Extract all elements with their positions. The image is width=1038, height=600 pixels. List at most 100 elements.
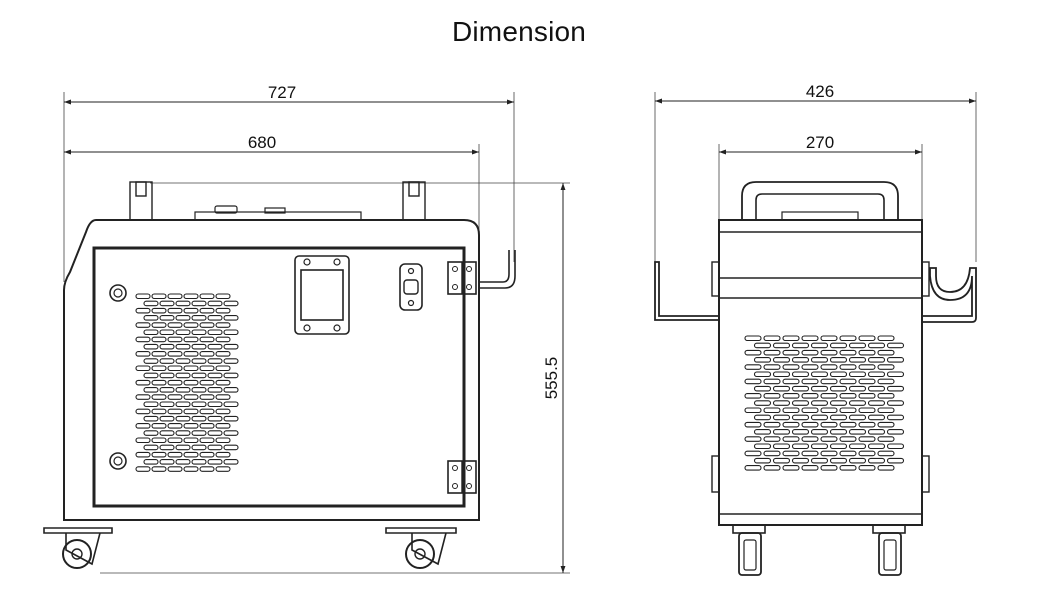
vent-slot (886, 385, 905, 392)
vent-slot (191, 430, 207, 436)
vent-slot (801, 421, 819, 428)
vent-slot (215, 437, 231, 444)
dimension-label-270: 270 (806, 133, 834, 152)
vent-slot (753, 357, 772, 363)
vent-slot (810, 443, 829, 450)
vent-slot (183, 408, 199, 415)
vent-slot (175, 300, 191, 307)
vent-slot (199, 394, 215, 400)
vent-slot (810, 342, 829, 349)
vent-slot (191, 415, 207, 422)
vent-slot (191, 387, 207, 393)
vent-slot (829, 400, 848, 406)
front-view: 727 680 555.5 (43, 83, 570, 574)
vent-slot (159, 343, 175, 350)
vent-slot (143, 358, 159, 364)
vent-slot (829, 342, 848, 349)
vent-slot (223, 300, 239, 307)
vent-slot (772, 414, 791, 421)
vent-slot (159, 415, 175, 422)
vent-slot (782, 335, 800, 342)
vent-slot (159, 315, 175, 321)
vent-slot (207, 315, 223, 321)
vent-slot (810, 357, 829, 363)
vent-slot (801, 450, 819, 457)
vent-slot (223, 329, 239, 336)
vent-slot (782, 349, 800, 356)
vent-slot (135, 394, 151, 400)
vent-slot (143, 329, 159, 336)
vent-slot (763, 407, 781, 414)
vent-slot (877, 407, 895, 414)
vent-slot (753, 385, 772, 392)
diagram-title: Dimension (451, 16, 587, 47)
vent-slot (867, 342, 886, 349)
vent-slot (763, 349, 781, 356)
vent-slot (744, 421, 762, 428)
vent-slot (848, 371, 867, 378)
dimension-body-depth: 270 (718, 133, 923, 220)
vent-slot (820, 450, 838, 457)
vent-slot (199, 437, 215, 444)
vent-slot (175, 444, 191, 451)
vent-slot (215, 365, 231, 372)
vent-slot (801, 364, 819, 370)
vent-slot (143, 300, 159, 307)
vent-slot (829, 457, 848, 464)
vent-slot (877, 436, 895, 442)
front-vent-grille (135, 293, 239, 472)
dimension-label-680: 680 (248, 133, 276, 152)
vent-slot (772, 385, 791, 392)
vent-slot (207, 415, 223, 422)
vent-slot (159, 459, 175, 465)
vent-slot (744, 335, 762, 342)
vent-slot (858, 465, 876, 471)
vent-slot (839, 407, 857, 414)
vent-slot (215, 466, 231, 472)
vent-slot (848, 342, 867, 349)
vent-slot (839, 436, 857, 442)
vent-slot (223, 315, 239, 321)
vent-slot (167, 423, 183, 429)
vent-slot (848, 385, 867, 392)
vent-slot (135, 466, 151, 472)
vent-slot (867, 429, 886, 435)
vent-slot (820, 378, 838, 385)
vent-slot (199, 293, 215, 300)
vent-slot (207, 430, 223, 436)
vent-slot (167, 466, 183, 472)
vent-slot (848, 443, 867, 450)
vent-slot (810, 385, 829, 392)
vent-slot (143, 387, 159, 393)
vent-slot (791, 443, 810, 450)
vent-slot (886, 342, 905, 349)
vent-slot (183, 466, 199, 472)
vent-slot (135, 307, 151, 314)
vent-slot (175, 430, 191, 436)
vent-slot (744, 465, 762, 471)
vent-slot (143, 459, 159, 465)
vent-slot (810, 414, 829, 421)
vent-slot (801, 378, 819, 385)
vent-slot (839, 378, 857, 385)
vent-slot (829, 371, 848, 378)
vent-slot (877, 378, 895, 385)
vent-slot (215, 394, 231, 400)
dimension-label-426: 426 (806, 82, 834, 101)
vent-slot (151, 322, 167, 328)
dimension-label-555-5: 555.5 (542, 357, 561, 400)
vent-slot (763, 436, 781, 442)
vent-slot (207, 401, 223, 408)
vent-slot (151, 437, 167, 444)
vent-slot (858, 349, 876, 356)
vent-slot (886, 414, 905, 421)
vent-slot (753, 400, 772, 406)
vent-slot (151, 336, 167, 343)
vent-slot (151, 351, 167, 357)
vent-slot (223, 444, 239, 451)
vent-slot (791, 357, 810, 363)
vent-slot (143, 343, 159, 350)
vent-slot (820, 349, 838, 356)
vent-slot (886, 429, 905, 435)
